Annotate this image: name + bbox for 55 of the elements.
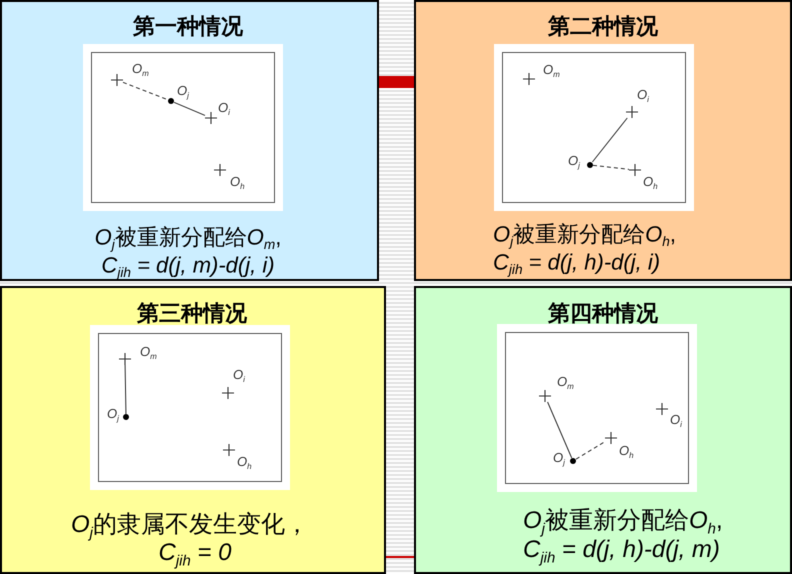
point-label: O$_{i}$ bbox=[637, 88, 649, 101]
dot-marker bbox=[587, 162, 593, 168]
cross-marker bbox=[539, 390, 551, 402]
dot-marker bbox=[168, 98, 174, 104]
plot-frame bbox=[90, 325, 290, 490]
dot-marker bbox=[123, 414, 129, 420]
point-label: O$_{m}$ bbox=[140, 345, 157, 358]
dashed-line bbox=[122, 82, 168, 100]
point-label: O$_{i}$ bbox=[233, 368, 245, 381]
case-panel bbox=[0, 0, 379, 281]
cross-marker bbox=[214, 164, 226, 176]
point-label: O$_{m}$ bbox=[132, 62, 149, 75]
connector-line bbox=[124, 364, 126, 414]
point-label: O$_{h}$ bbox=[230, 175, 245, 188]
cross-marker bbox=[605, 432, 617, 444]
connector-line bbox=[592, 118, 628, 162]
plot-frame bbox=[497, 324, 697, 492]
cost-formula: C$_{jih}$ = 0 bbox=[158, 539, 232, 567]
cross-marker bbox=[523, 73, 535, 85]
panel-title: 第一种情况 bbox=[133, 13, 243, 39]
point-label: O$_{h}$ bbox=[237, 455, 252, 468]
cross-marker bbox=[626, 106, 638, 118]
case-panel bbox=[0, 286, 386, 574]
point-label: O$_{m}$ bbox=[557, 375, 574, 388]
case-statement: O$_{j}$的隶属不发生变化， bbox=[71, 511, 309, 539]
point-label: O$_{i}$ bbox=[670, 413, 682, 426]
cross-marker bbox=[111, 74, 123, 86]
case-statement: O$_{j}$被重新分配给O$_{h}$, bbox=[493, 221, 676, 247]
point-label: O$_{h}$ bbox=[643, 175, 658, 188]
cross-marker bbox=[223, 444, 235, 456]
case-statement: O$_{j}$被重新分配给O$_{h}$, bbox=[523, 507, 723, 535]
cost-formula: C$_{jih}$ = d(j, h)-d(j, m) bbox=[523, 536, 720, 564]
plot-frame bbox=[83, 44, 283, 211]
dot-marker bbox=[570, 458, 576, 464]
case-panel bbox=[414, 286, 792, 574]
dashed-line bbox=[592, 164, 630, 170]
cross-marker bbox=[222, 387, 234, 399]
cost-formula: C$_{jih}$ = d(j, m)-d(j, i) bbox=[101, 252, 275, 278]
point-label: O$_{h}$ bbox=[619, 444, 634, 457]
point-label: O$_{i}$ bbox=[218, 101, 230, 114]
connector-line bbox=[547, 402, 572, 458]
case-panel bbox=[414, 0, 792, 281]
panel-title: 第二种情况 bbox=[548, 13, 658, 39]
cross-marker bbox=[629, 164, 641, 176]
cost-formula: C$_{jih}$ = d(j, h)-d(j, i) bbox=[493, 249, 660, 275]
panel-title: 第四种情况 bbox=[548, 300, 658, 326]
connector-line bbox=[174, 102, 206, 116]
cross-marker bbox=[119, 353, 131, 365]
dashed-line bbox=[576, 441, 606, 460]
cross-marker bbox=[656, 403, 668, 415]
plot-frame bbox=[494, 44, 694, 211]
cross-marker bbox=[205, 112, 217, 124]
panel-title: 第三种情况 bbox=[137, 300, 247, 326]
case-statement: O$_{j}$被重新分配给O$_{m}$, bbox=[94, 224, 282, 250]
point-label: O$_{m}$ bbox=[543, 63, 560, 76]
